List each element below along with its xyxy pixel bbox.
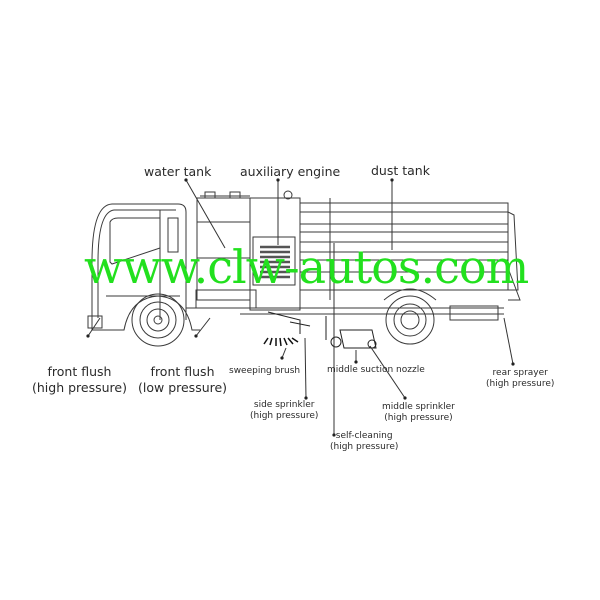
label-line: (high pressure) xyxy=(384,413,453,424)
cab xyxy=(87,203,200,331)
label-middle-sprinkler: middle sprinkler (high pressure) xyxy=(382,402,455,425)
sweeping-brush-bristles xyxy=(263,337,299,347)
label-line: (high pressure) xyxy=(486,379,555,390)
label-auxiliary-engine: auxiliary engine xyxy=(240,164,341,179)
label-front-flush-high: front flush (high pressure) xyxy=(32,364,127,395)
label-line: middle sprinkler xyxy=(382,402,455,412)
label-sweeping-brush: sweeping brush xyxy=(229,366,301,376)
label-water-tank: water tank xyxy=(144,164,212,179)
label-line: side sprinkler xyxy=(253,400,315,410)
label-line: (high pressure) xyxy=(32,379,127,395)
label-line: rear sprayer xyxy=(492,368,548,378)
label-middle-suction-nozzle: middle suction nozzle xyxy=(327,365,425,375)
label-rear-sprayer: rear sprayer (high pressure) xyxy=(486,368,554,391)
label-self-cleaning: self-cleaning (high pressure) xyxy=(330,431,398,454)
label-line: front flush xyxy=(47,364,112,379)
label-side-sprinkler: side sprinkler (high pressure) xyxy=(250,400,318,423)
watermark: www.clw-autos.com xyxy=(84,240,529,294)
front-wheel xyxy=(131,293,185,347)
arrowheads xyxy=(86,178,515,437)
sweeper-mechanism xyxy=(267,311,377,349)
label-front-flush-low: front flush (low pressure) xyxy=(138,364,227,395)
label-dust-tank: dust tank xyxy=(371,163,430,178)
auxiliary-engine-housing xyxy=(249,190,301,311)
rear-wheel xyxy=(385,295,435,345)
label-line: front flush xyxy=(150,364,215,379)
label-line: (high pressure) xyxy=(330,442,399,453)
chassis xyxy=(186,288,504,321)
label-line: (high pressure) xyxy=(250,411,319,422)
label-line: (low pressure) xyxy=(138,379,228,395)
label-line: self-cleaning xyxy=(335,431,393,441)
leader-lines xyxy=(87,179,514,435)
